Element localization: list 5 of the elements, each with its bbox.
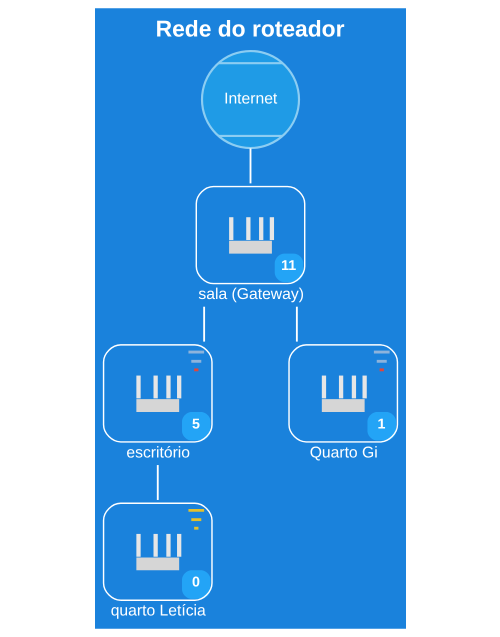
diagram-title: Rede do roteador (155, 15, 344, 42)
node-label: escritório (126, 444, 190, 462)
node-label: Quarto Gi (309, 444, 378, 462)
node-label: quarto Letícia (110, 602, 206, 620)
node-label: sala (Gateway) (198, 286, 304, 303)
